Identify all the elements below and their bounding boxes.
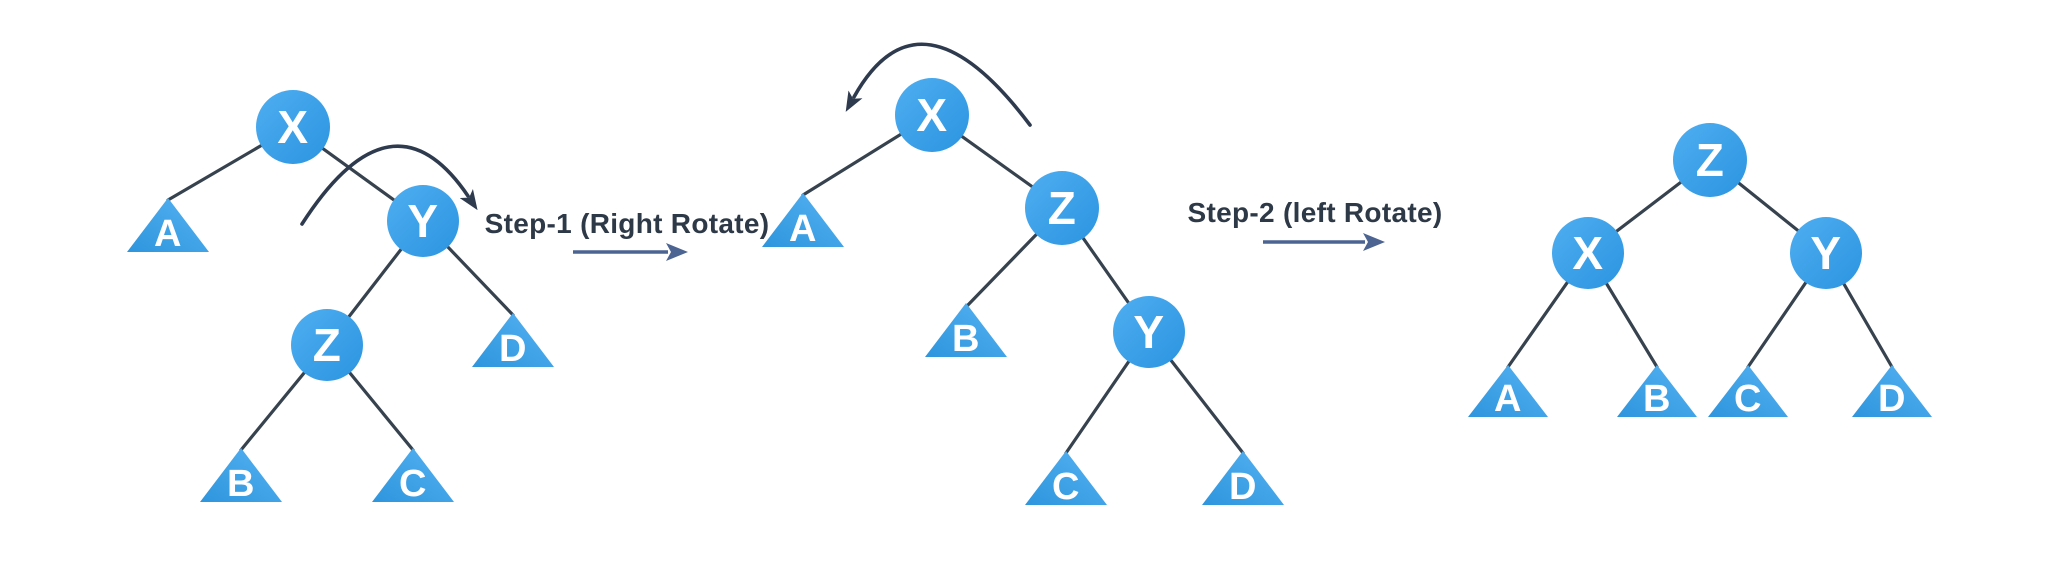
triangle-a <box>1468 365 1548 417</box>
circle-y-label: Y <box>407 195 438 247</box>
circle-y <box>1113 296 1185 368</box>
step-1-label: Step-1 (Right Rotate) <box>485 208 770 239</box>
circle-x <box>895 78 969 152</box>
triangle-b-label: B <box>1643 378 1671 420</box>
triangle-d-label: D <box>1229 466 1257 508</box>
triangle-d-label: D <box>499 328 527 370</box>
step-2-label: Step-2 (left Rotate) <box>1188 197 1443 228</box>
circle-x-label: X <box>277 101 308 153</box>
circle-y <box>1790 217 1862 289</box>
circle-z <box>1673 123 1747 197</box>
circle-y <box>387 185 459 257</box>
subtree-triangle-b: B <box>200 448 282 505</box>
tree-balanced: Z X Y A B C D <box>1468 123 1932 420</box>
circle-x <box>256 90 330 164</box>
subtree-triangle-b: B <box>1617 365 1697 420</box>
subtree-triangle-d: D <box>1852 365 1932 420</box>
node-circle-x: X <box>256 90 330 164</box>
left-rotate-arrow-icon <box>845 42 1032 127</box>
right-rotate-arrow-icon <box>300 144 478 226</box>
triangle-b-label: B <box>227 463 255 505</box>
triangle-a-label: A <box>1494 378 1522 420</box>
triangle-a <box>762 193 844 247</box>
circle-z-label: Z <box>1048 182 1077 234</box>
circle-z-label: Z <box>1696 134 1725 186</box>
node-circle-z: Z <box>291 309 363 381</box>
tree-after-right-rotate: X Z Y A B C D <box>762 42 1284 508</box>
triangle-c <box>1025 451 1107 505</box>
node-circle-x: X <box>1552 217 1624 289</box>
circle-x-label: X <box>916 89 947 141</box>
subtree-triangle-d: D <box>1202 451 1284 508</box>
triangle-c <box>1708 365 1788 417</box>
subtree-triangle-a: A <box>762 193 844 250</box>
triangle-b <box>1617 365 1697 417</box>
subtree-triangle-a: A <box>127 198 209 255</box>
triangle-d <box>1852 365 1932 417</box>
circle-z <box>291 309 363 381</box>
triangle-a-label: A <box>154 213 182 255</box>
step-1: Step-1 (Right Rotate) <box>485 208 770 261</box>
subtree-triangle-d: D <box>472 313 554 370</box>
circle-z-label: Z <box>313 319 342 371</box>
triangle-d <box>1202 451 1284 505</box>
subtree-triangle-c: C <box>1025 451 1107 508</box>
tree-initial: X Y Z A D B C <box>127 90 554 505</box>
triangle-a <box>127 198 209 252</box>
circle-z <box>1025 171 1099 245</box>
node-circle-z: Z <box>1025 171 1099 245</box>
subtree-triangle-c: C <box>372 448 454 505</box>
triangle-b <box>200 448 282 502</box>
node-circle-x: X <box>895 78 969 152</box>
step-2: Step-2 (left Rotate) <box>1188 197 1443 251</box>
triangle-a-label: A <box>789 208 817 250</box>
circle-x-label: X <box>1572 227 1603 279</box>
subtree-triangle-a: A <box>1468 365 1548 420</box>
subtree-triangle-c: C <box>1708 365 1788 420</box>
triangle-c <box>372 448 454 502</box>
triangle-d <box>472 313 554 367</box>
triangle-c-label: C <box>1734 378 1762 420</box>
circle-y-label: Y <box>1810 227 1841 279</box>
subtree-triangle-b: B <box>925 303 1007 360</box>
triangle-c-label: C <box>1052 466 1080 508</box>
triangle-b <box>925 303 1007 357</box>
triangle-c-label: C <box>399 463 427 505</box>
node-circle-y: Y <box>387 185 459 257</box>
node-circle-z: Z <box>1673 123 1747 197</box>
triangle-b-label: B <box>952 318 980 360</box>
tree-2-edges <box>801 113 1245 455</box>
circle-y-label: Y <box>1133 306 1164 358</box>
node-circle-y: Y <box>1113 296 1185 368</box>
circle-x <box>1552 217 1624 289</box>
triangle-d-label: D <box>1878 378 1906 420</box>
node-circle-y: Y <box>1790 217 1862 289</box>
